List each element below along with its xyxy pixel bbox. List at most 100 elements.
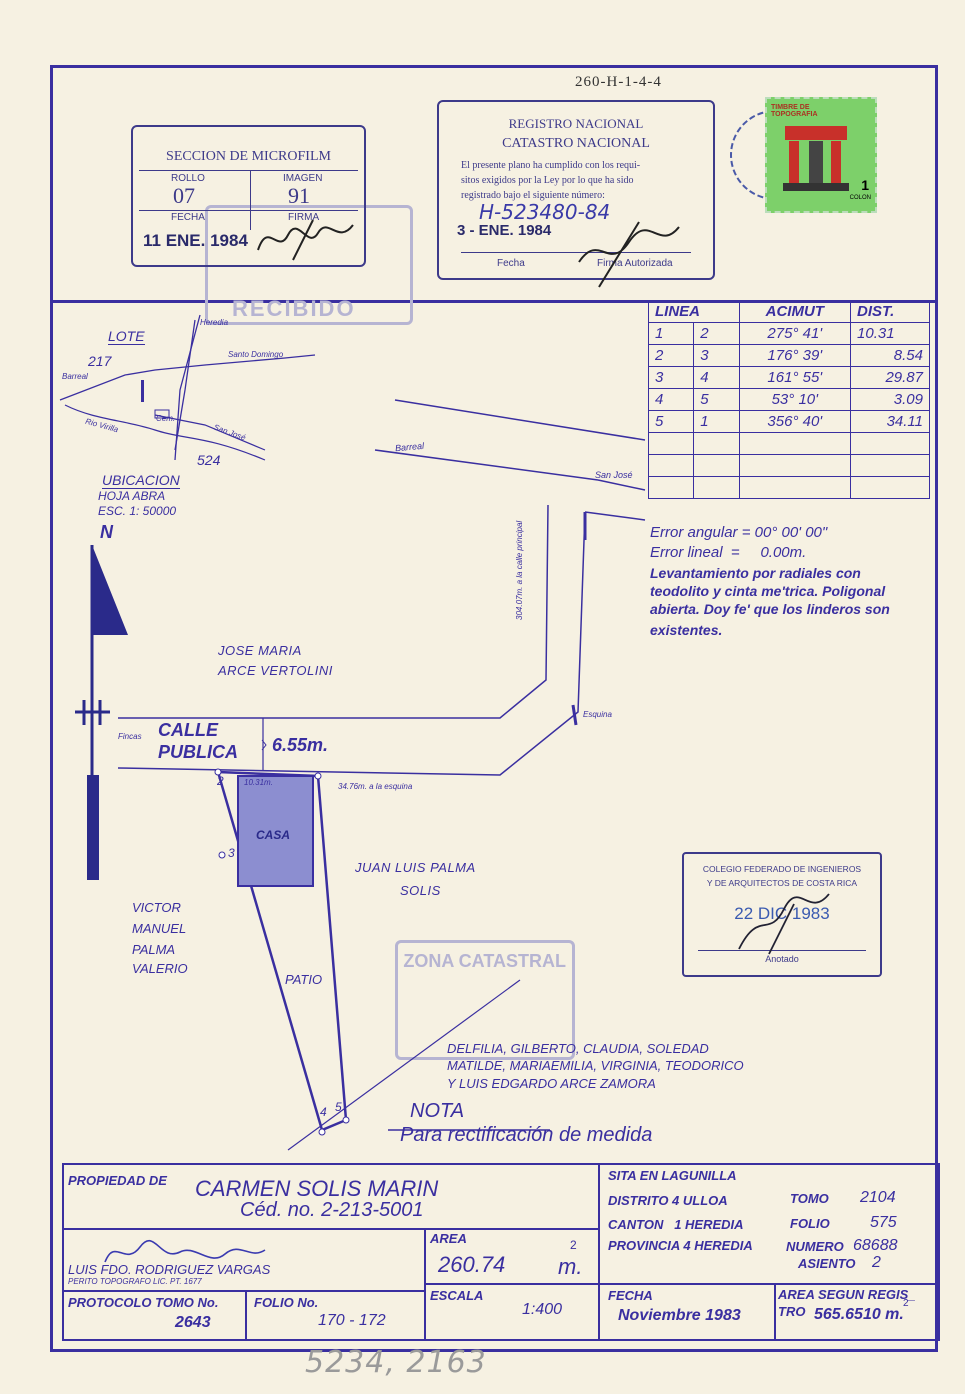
folio-no-label: FOLIO No. [254, 1295, 319, 1310]
microfilm-title: SECCION DE MICROFILM [166, 149, 331, 164]
folio-label: FOLIO [790, 1216, 830, 1231]
microfilm-date: 11 ENE. 1984 [143, 231, 248, 250]
nota-text: Para rectificación de medida [400, 1124, 653, 1146]
street-width: 6.55m. [272, 735, 329, 755]
calle-label: CALLE [158, 720, 218, 740]
lote-217: 217 [88, 353, 112, 369]
propiedad-label: PROPIEDAD DE [68, 1173, 167, 1188]
dist-1031: 10.31m. [244, 778, 273, 787]
registro-text2: sitos exigidos por la Ley por lo que ha … [461, 175, 634, 186]
map-524: 524 [197, 452, 221, 468]
point-4: 4 [320, 1105, 327, 1119]
cem-label: Cem. [156, 414, 176, 423]
colegio-line2: Y DE ARQUITECTOS DE COSTA RICA [706, 878, 858, 888]
neighbors-line1: DELFILIA, GILBERTO, CLAUDIA, SOLEDAD [447, 1041, 709, 1056]
asiento-value: 2 [872, 1254, 881, 1271]
recibido-text: RECIBIDO [232, 296, 356, 321]
sita-label: SITA EN LAGUNILLA [608, 1168, 737, 1183]
fecha-label: FECHA [608, 1288, 653, 1303]
levantamiento-2: teodolito y cinta me'trica. Poligonal [650, 583, 886, 599]
victor-label: VICTOR [132, 900, 181, 915]
area-registro-label1: AREA SEGUN REGIS_ [778, 1287, 916, 1302]
levantamiento-1: Levantamiento por radiales con [650, 565, 861, 581]
san-jose-road-label: San José [595, 470, 633, 480]
protocolo-label: PROTOCOLO TOMO No. [68, 1295, 219, 1310]
jose-maria-label: JOSE MARIA [218, 643, 302, 658]
firma-label: FIRMA [288, 212, 320, 223]
neighbors-line3: Y LUIS EDGARDO ARCE ZAMORA [447, 1076, 656, 1091]
juan-luis-label: JUAN LUIS PALMA [355, 860, 476, 875]
timbre-stamp: TIMBRE DE TOPOGRAFIA 1 COLON [765, 97, 877, 213]
escala-label: ESCALA [430, 1288, 484, 1303]
levantamiento-4: existentes. [650, 622, 723, 638]
registro-number: H-523480-84 [479, 200, 611, 224]
santo-domingo-label: Santo Domingo [228, 350, 284, 359]
registro-date: 3 - ENE. 1984 [457, 222, 552, 239]
heredia-label: Heredia [200, 318, 229, 327]
distance-principal: 304.07m. a la calle principal [515, 520, 524, 620]
title-block [62, 1163, 940, 1341]
colegio-line1: COLEGIO FEDERADO DE INGENIEROS [702, 864, 862, 874]
reference-number: 260-H-1-4-4 [575, 74, 662, 90]
zona-catastral-stamp: ZONA CATASTRAL [395, 940, 575, 1060]
timbre-unit: COLON [849, 195, 871, 201]
distrito-label: DISTRITO 4 ULLOA [608, 1193, 728, 1208]
dist-esquina: 34.76m. a la esquina [338, 782, 413, 791]
rollo-value: 07 [173, 183, 195, 208]
manuel-label: MANUEL [132, 921, 187, 936]
owner-cedula: Céd. no. 2-213-5001 [240, 1199, 424, 1221]
solis-label: SOLIS [400, 883, 441, 898]
area-exponent: 2 [570, 1238, 577, 1252]
registro-text1: El presente plano ha cumplido con los re… [461, 160, 641, 171]
rollo-label: ROLLO [171, 173, 205, 184]
point-3: 3 [228, 846, 235, 860]
folio-value: 575 [870, 1214, 897, 1231]
area-registro-value: 565.6510 m. [814, 1306, 904, 1323]
header-divider [50, 300, 938, 303]
registro-line1: REGISTRO NACIONAL [508, 116, 644, 131]
publica-label: PUBLICA [158, 742, 238, 762]
escala-value: 1:400 [522, 1301, 563, 1318]
north-label: N [100, 522, 113, 542]
error-angular: Error angular = 00° 00' 00" [650, 524, 828, 541]
nota-label: NOTA [410, 1100, 465, 1122]
timbre-value: 1 [861, 177, 869, 193]
imagen-value: 91 [288, 183, 310, 208]
anotado-label: Anotado [765, 954, 799, 964]
colegio-stamp: COLEGIO FEDERADO DE INGENIEROS Y DE ARQU… [682, 852, 882, 977]
imagen-label: IMAGEN [283, 173, 323, 184]
barreal-sketch-label: Barreal [62, 372, 88, 381]
hoja-label: HOJA ABRA [98, 489, 166, 503]
tomo-value: 2104 [860, 1189, 896, 1206]
casa-block [237, 775, 314, 887]
escala-sketch-label: ESC. 1: 50000 [98, 504, 177, 518]
lote-label: LOTE [108, 328, 145, 345]
patio-label: PATIO [285, 972, 323, 987]
colegio-signature [738, 893, 830, 955]
area-registro-exponent: 2 [903, 1298, 909, 1309]
zona-catastral-text: ZONA CATASTRAL [403, 951, 566, 971]
valerio-label: VALERIO [132, 961, 188, 976]
timbre-title: TIMBRE DE TOPOGRAFIA [771, 104, 818, 118]
registro-text3: registrado bajo el siguiente número: [461, 190, 605, 201]
perito-label: PERITO TOPOGRAFO LIC. PT. 1677 [68, 1277, 202, 1286]
owner-name: CARMEN SOLIS MARIN [195, 1176, 439, 1201]
fecha-label: FECHA [171, 212, 205, 223]
surveyor-name: LUIS FDO. RODRIGUEZ VARGAS [68, 1262, 271, 1277]
neighbors-line2: MATILDE, MARIAEMILIA, VIRGINIA, TEODORIC… [447, 1058, 744, 1073]
protocolo-value: 2643 [175, 1314, 211, 1331]
casa-label: CASA [256, 828, 291, 842]
area-value: 260.74 [438, 1252, 506, 1277]
registro-signature [578, 221, 680, 288]
area-label: AREA [430, 1231, 467, 1246]
registro-nacional-stamp: REGISTRO NACIONAL CATASTRO NACIONAL El p… [437, 100, 715, 288]
folio-no-value: 170 - 172 [318, 1312, 386, 1329]
area-unit: m. [558, 1254, 583, 1279]
location-sketch [59, 314, 316, 461]
registro-line2: CATASTRO NACIONAL [502, 136, 650, 151]
point-2: 2 [217, 774, 224, 788]
asiento-label: ASIENTO [798, 1256, 856, 1271]
